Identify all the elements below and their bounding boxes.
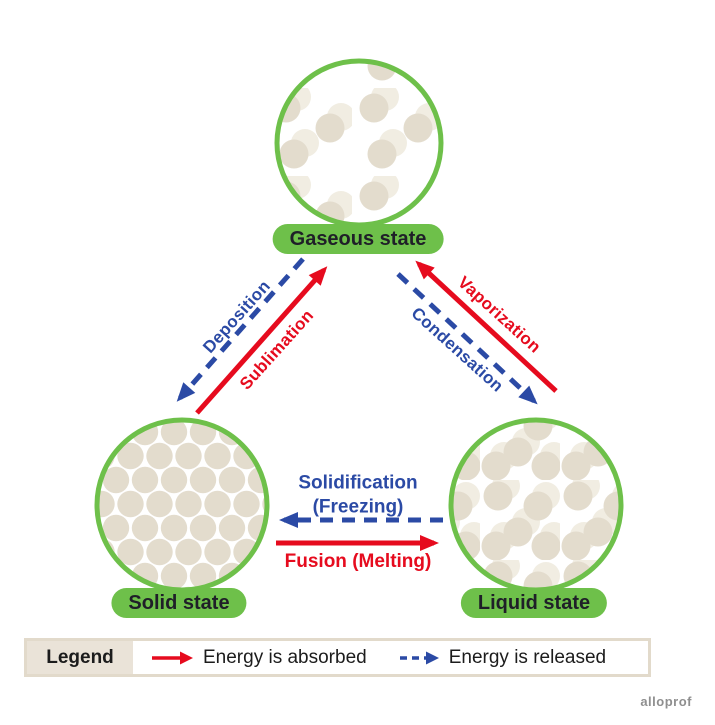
gaseous-state-label: Gaseous state xyxy=(272,224,444,254)
condensation-arrow xyxy=(396,272,538,405)
liquid-state-circle xyxy=(448,417,624,593)
fusion-label: Fusion (Melting) xyxy=(284,551,432,573)
vaporization-arrow xyxy=(415,260,558,393)
solidification-line2: (Freezing) xyxy=(312,496,404,517)
solid-state-label: Solid state xyxy=(111,588,247,618)
gaseous-state-circle xyxy=(274,58,444,228)
solid-red-arrow-icon xyxy=(152,651,193,664)
legend-items: Energy is absorbed Energy is released xyxy=(133,641,606,674)
deposition-arrow xyxy=(176,257,305,402)
dashed-blue-arrow-icon xyxy=(399,651,439,664)
solidification-label: Solidification (Freezing) xyxy=(298,471,417,519)
legend: Legend Energy is absorbed Energy is rele… xyxy=(24,638,651,677)
solidification-line1: Solidification xyxy=(298,472,418,494)
sublimation-arrow xyxy=(195,266,328,415)
legend-title: Legend xyxy=(27,641,133,674)
solid-state-circle xyxy=(94,417,270,593)
legend-absorbed-label: Energy is absorbed xyxy=(203,646,367,668)
legend-item-released: Energy is released xyxy=(398,647,606,669)
liquid-state-label: Liquid state xyxy=(460,588,608,618)
alloprof-logo: alloprof xyxy=(640,694,692,709)
legend-released-label: Energy is released xyxy=(448,646,607,668)
legend-item-absorbed: Energy is absorbed xyxy=(150,647,367,669)
